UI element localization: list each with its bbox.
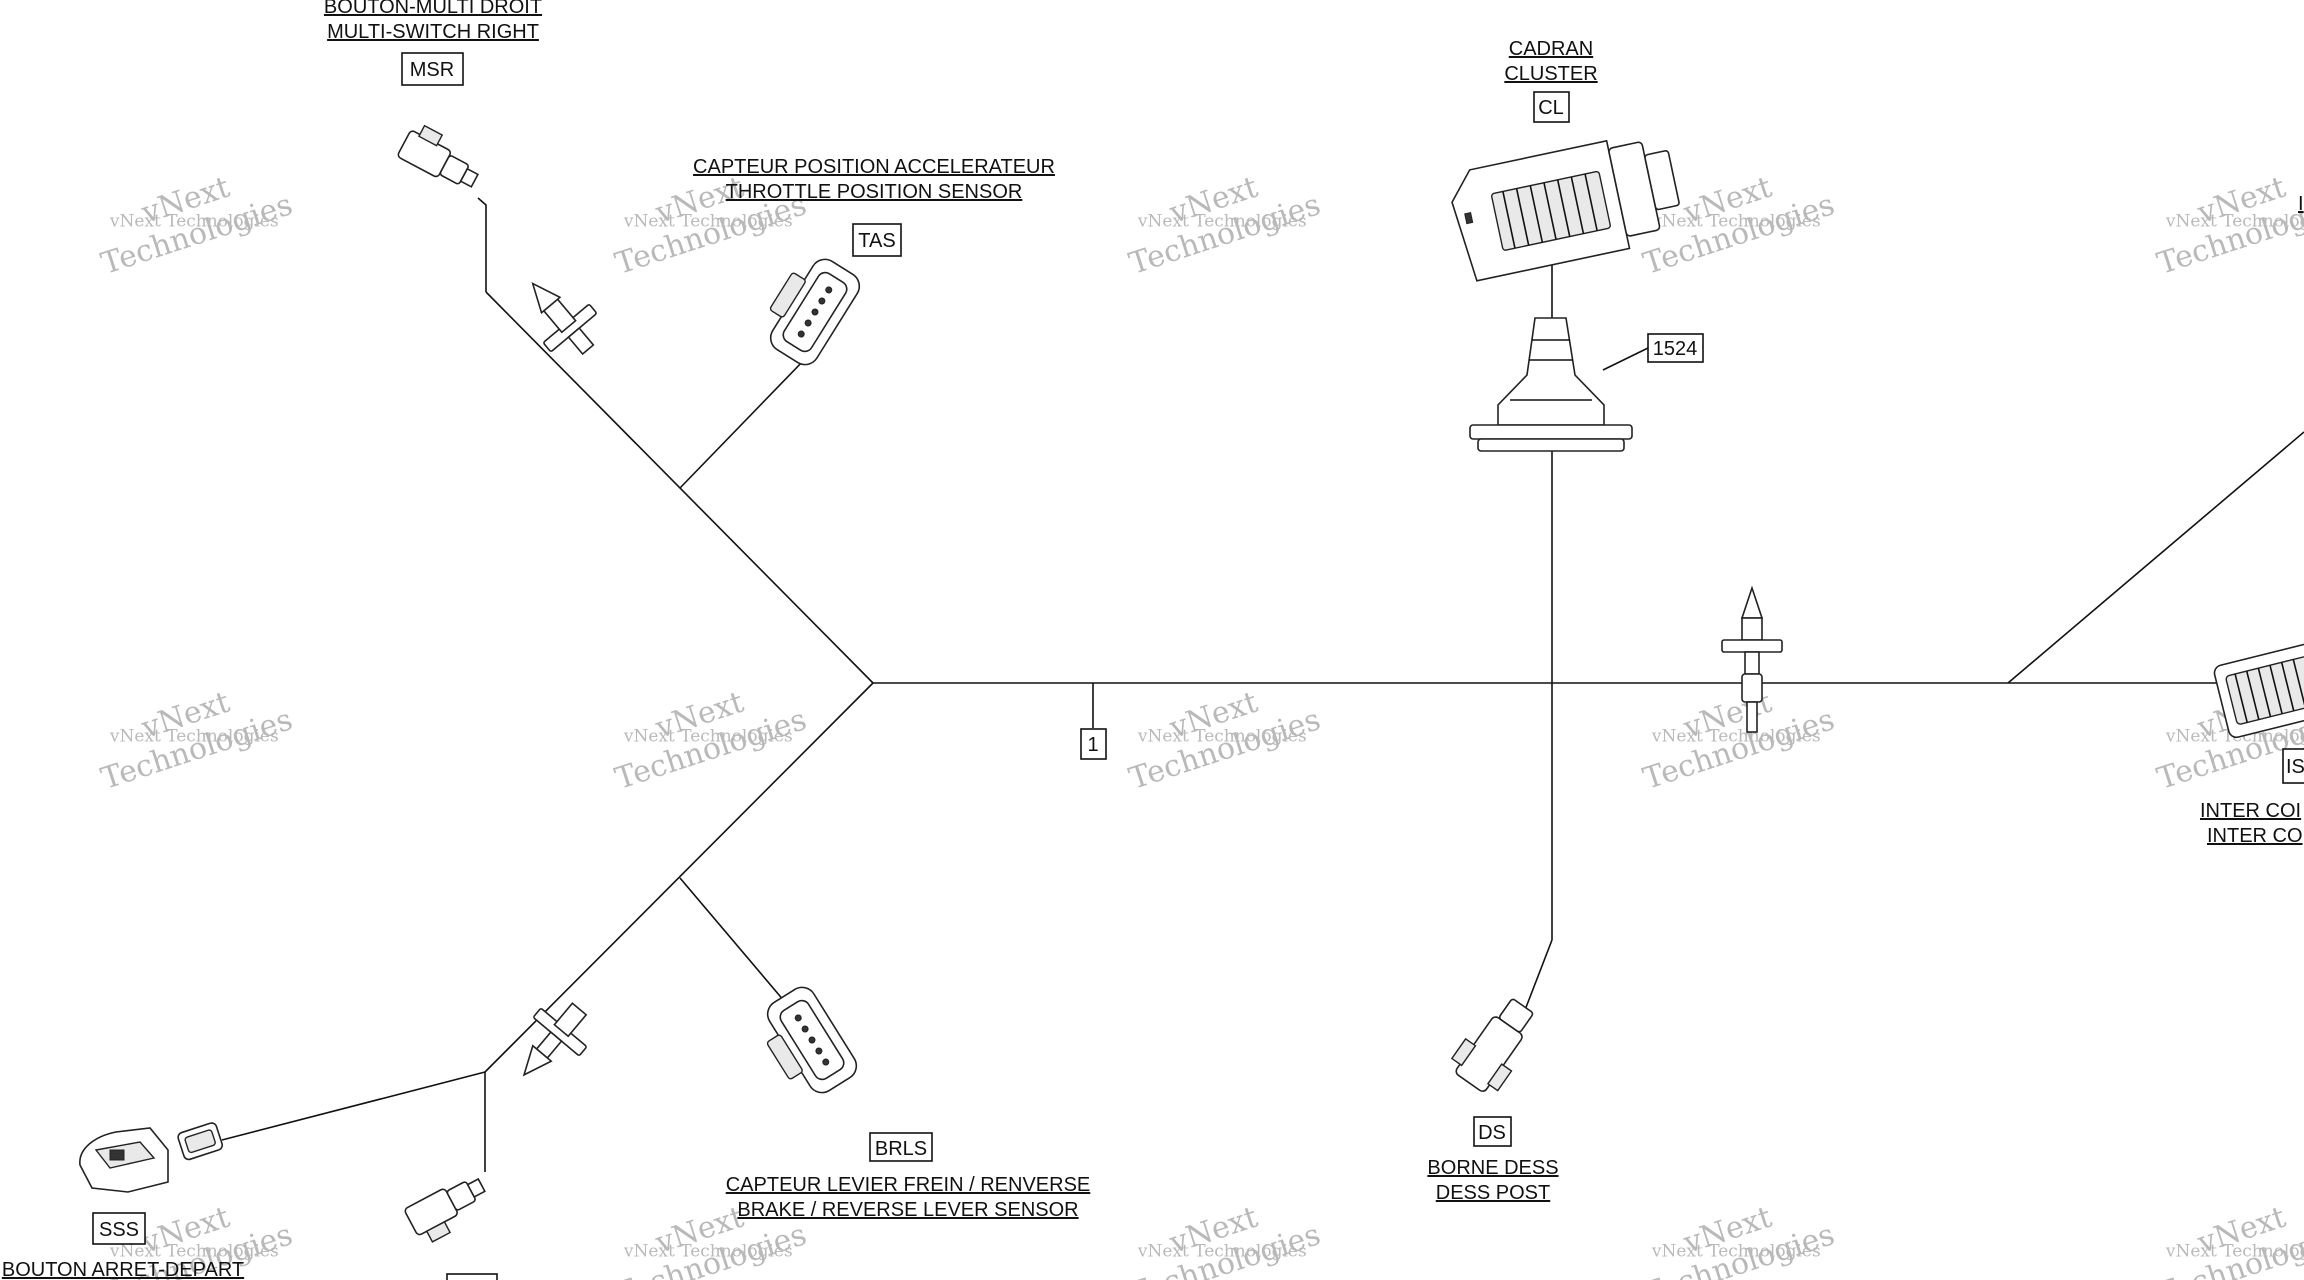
- svg-text:vNext Technologies: vNext Technologies: [1651, 211, 1821, 231]
- lower-left-branch-wire: [484, 682, 874, 1073]
- cluster-label-en: CLUSTER: [1504, 63, 1597, 85]
- svg-text:vNext Technologies: vNext Technologies: [109, 211, 279, 231]
- dess-code-tag: DS: [1478, 1122, 1506, 1144]
- brls-connector-icon: [766, 986, 858, 1094]
- brls-wire: [679, 877, 786, 1003]
- sss-code-tag: SSS: [99, 1219, 139, 1241]
- dess-wire: [1524, 939, 1553, 1011]
- tas-connector-icon: [769, 258, 861, 366]
- grommet-code-tag: 1524: [1653, 338, 1698, 360]
- msl-tag-box: [446, 1273, 498, 1280]
- ic-connector-icon: [2213, 639, 2304, 739]
- msr-wire: [477, 197, 487, 292]
- msl-connector-icon: [404, 1177, 486, 1243]
- cluster-code-tag: CL: [1538, 97, 1564, 119]
- svg-text:vNext Technologies: vNext Technologies: [109, 1241, 279, 1261]
- dess-label-fr: BORNE DESS: [1427, 1157, 1558, 1179]
- brls-code-tag: BRLS: [875, 1138, 927, 1160]
- dess-connector-icon: [1450, 998, 1534, 1092]
- lower-push-clip-icon: [522, 1002, 588, 1077]
- grommet-icon: [1469, 317, 1633, 452]
- right-upper-branch-wire: [2007, 431, 2304, 684]
- msr-code-tag: MSR: [410, 59, 454, 81]
- grommet-tag-box: [1647, 333, 1704, 363]
- dess-label-en: DESS POST: [1436, 1182, 1550, 1204]
- harness-wires: [221, 197, 2304, 1172]
- msr-connector-icon: [397, 124, 479, 188]
- svg-text:vNext Technologies: vNext Technologies: [623, 211, 793, 231]
- msr-label-fr: BOUTON-MULTI DROIT: [324, 0, 542, 18]
- svg-text:vNext Technologies: vNext Technologies: [623, 726, 793, 746]
- tas-wire: [679, 357, 807, 489]
- harness-code-tag: 1: [1087, 734, 1098, 756]
- svg-text:vNext Technologies: vNext Technologies: [1137, 1241, 1307, 1261]
- right-top-partial-label: I: [2298, 193, 2304, 215]
- cluster-tag-box: [1533, 91, 1570, 123]
- msr-label-en: MULTI-SWITCH RIGHT: [327, 21, 539, 43]
- svg-text:vNext Technologies: vNext Technologies: [623, 1241, 793, 1261]
- cluster-label-fr: CADRAN: [1509, 38, 1593, 60]
- sss-label-fr: BOUTON ARRET-DEPART: [2, 1259, 244, 1280]
- cluster-connector-icon: [1451, 139, 1680, 282]
- sss-switch-icon: [79, 1122, 224, 1193]
- grommet-tag-leader: [1602, 347, 1649, 371]
- svg-text:vNext Technologies: vNext Technologies: [1137, 211, 1307, 231]
- ic-label-fr: INTER COI: [2200, 800, 2301, 822]
- svg-text:vNext Technologies: vNext Technologies: [1651, 726, 1821, 746]
- tas-label-fr: CAPTEUR POSITION ACCELERATEUR: [693, 156, 1055, 178]
- svg-text:vNext Technologies: vNext Technologies: [2165, 1241, 2304, 1261]
- sss-wire: [221, 1071, 486, 1141]
- tas-code-tag: TAS: [858, 230, 895, 252]
- tas-label-en: THROTTLE POSITION SENSOR: [726, 181, 1023, 203]
- brls-label-fr: CAPTEUR LEVIER FREIN / RENVERSE: [726, 1174, 1091, 1196]
- svg-text:vNext Technologies: vNext Technologies: [109, 726, 279, 746]
- tas-tag-box: [852, 223, 902, 257]
- brls-tag-box: [869, 1132, 933, 1162]
- ic-label-en: INTER CO: [2207, 825, 2303, 847]
- brls-label-en: BRAKE / REVERSE LEVER SENSOR: [737, 1199, 1078, 1221]
- right-push-clip-icon: [1721, 585, 1783, 733]
- svg-text:vNext Technologies: vNext Technologies: [1651, 1241, 1821, 1261]
- msr-tag-box: [401, 52, 464, 86]
- dess-tag-box: [1473, 1116, 1512, 1147]
- ic-code-tag: IS: [2286, 756, 2304, 778]
- harness-tag-box: [1080, 728, 1107, 760]
- ic-tag-box: [2282, 748, 2304, 784]
- upper-push-clip-icon: [531, 282, 597, 356]
- svg-text:vNext Technologies: vNext Technologies: [1137, 726, 1307, 746]
- svg-text:vNext Technologies: vNext Technologies: [2165, 211, 2304, 231]
- sss-tag-box: [92, 1212, 146, 1245]
